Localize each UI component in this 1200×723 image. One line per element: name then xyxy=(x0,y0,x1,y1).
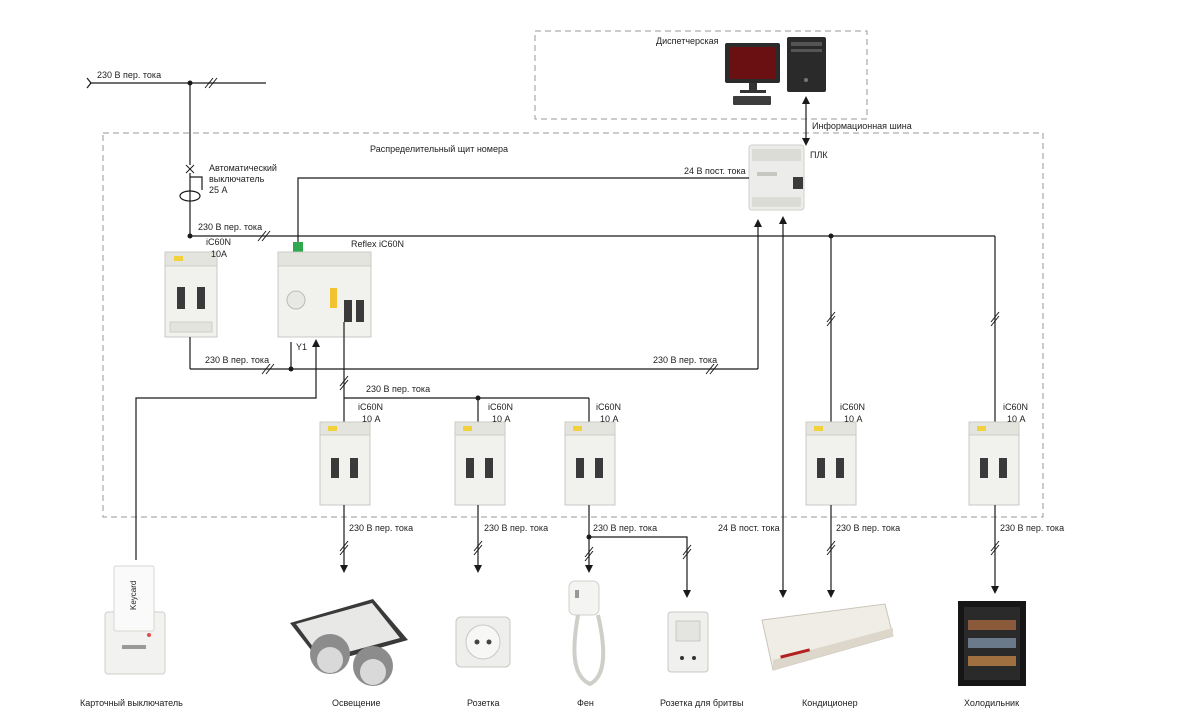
info-bus-label: Информационная шина xyxy=(812,121,912,131)
output-7-label: Холодильник xyxy=(964,698,1019,708)
breaker-5 xyxy=(968,421,1020,506)
panel-title: Распределительный щит номера xyxy=(370,144,508,154)
reflex-ic60n xyxy=(277,242,372,338)
output-7-voltage: 230 В пер. тока xyxy=(1000,523,1064,533)
output-1-voltage: 230 В пер. тока xyxy=(349,523,413,533)
main-breaker-model: iC60N xyxy=(206,237,231,247)
breaker-1-rating: 10 А xyxy=(362,414,381,424)
output-2-label: Розетка xyxy=(467,698,500,708)
computer-icon xyxy=(725,37,826,105)
breaker-1-model: iC60N xyxy=(358,402,383,412)
output-2-voltage: 230 В пер. тока xyxy=(484,523,548,533)
output-6-voltage: 230 В пер. тока xyxy=(836,523,900,533)
main-breaker-line3: 25 А xyxy=(209,185,228,195)
return-right-label: 230 В пер. тока xyxy=(653,355,717,365)
breaker-3-rating: 10 А xyxy=(600,414,619,424)
breaker-4-model: iC60N xyxy=(840,402,865,412)
breaker-4-rating: 10 А xyxy=(844,414,863,424)
dispatch-box xyxy=(534,30,868,120)
main-breaker-line1: Автоматический xyxy=(209,163,277,173)
plc-device xyxy=(748,144,805,211)
card-switch-device xyxy=(104,565,166,675)
card-switch-label: Карточный выключатель xyxy=(80,698,183,708)
output-3-voltage: 230 В пер. тока xyxy=(593,523,657,533)
card-switch-brand: Keycard xyxy=(129,581,138,610)
output-5-label: Кондиционер xyxy=(802,698,858,708)
supply-label: 230 В пер. тока xyxy=(97,70,161,80)
refrigerator-device xyxy=(958,601,1026,686)
hairdryer-device xyxy=(568,580,606,687)
breaker-1 xyxy=(319,421,371,506)
output-1-label: Освещение xyxy=(332,698,381,708)
breaker-2-rating: 10 А xyxy=(492,414,511,424)
dispatch-title: Диспетчерская xyxy=(656,36,719,46)
breaker-3 xyxy=(564,421,616,506)
breaker-5-model: iC60N xyxy=(1003,402,1028,412)
output-3-label: Фен xyxy=(577,698,594,708)
subbus-label: 230 В пер. тока xyxy=(366,384,430,394)
breaker-5-rating: 10 А xyxy=(1007,414,1026,424)
breaker-4 xyxy=(805,421,857,506)
lighting-device xyxy=(290,599,408,686)
main-breaker-rating: 10A xyxy=(211,249,227,259)
panel-box xyxy=(102,132,1044,518)
breaker-2 xyxy=(454,421,506,506)
breaker-3-model: iC60N xyxy=(596,402,621,412)
plc-dc-label: 24 В пост. тока xyxy=(684,166,746,176)
reflex-name: Reflex iC60N xyxy=(351,239,404,249)
return-left-label: 230 В пер. тока xyxy=(205,355,269,365)
air-conditioner-device xyxy=(761,603,894,671)
shaver-socket-device xyxy=(667,611,709,673)
reflex-y1: Y1 xyxy=(296,342,307,352)
socket-device xyxy=(455,616,511,668)
main-breaker-line2: выключатель xyxy=(209,174,265,184)
plc-label: ПЛК xyxy=(810,150,828,160)
output-4-label: Розетка для бритвы xyxy=(660,698,743,708)
main-ic60n-breaker xyxy=(164,251,218,338)
bus-label: 230 В пер. тока xyxy=(198,222,262,232)
output-lines xyxy=(339,505,1000,598)
breaker-2-model: iC60N xyxy=(488,402,513,412)
output-5-voltage: 24 В пост. тока xyxy=(718,523,780,533)
